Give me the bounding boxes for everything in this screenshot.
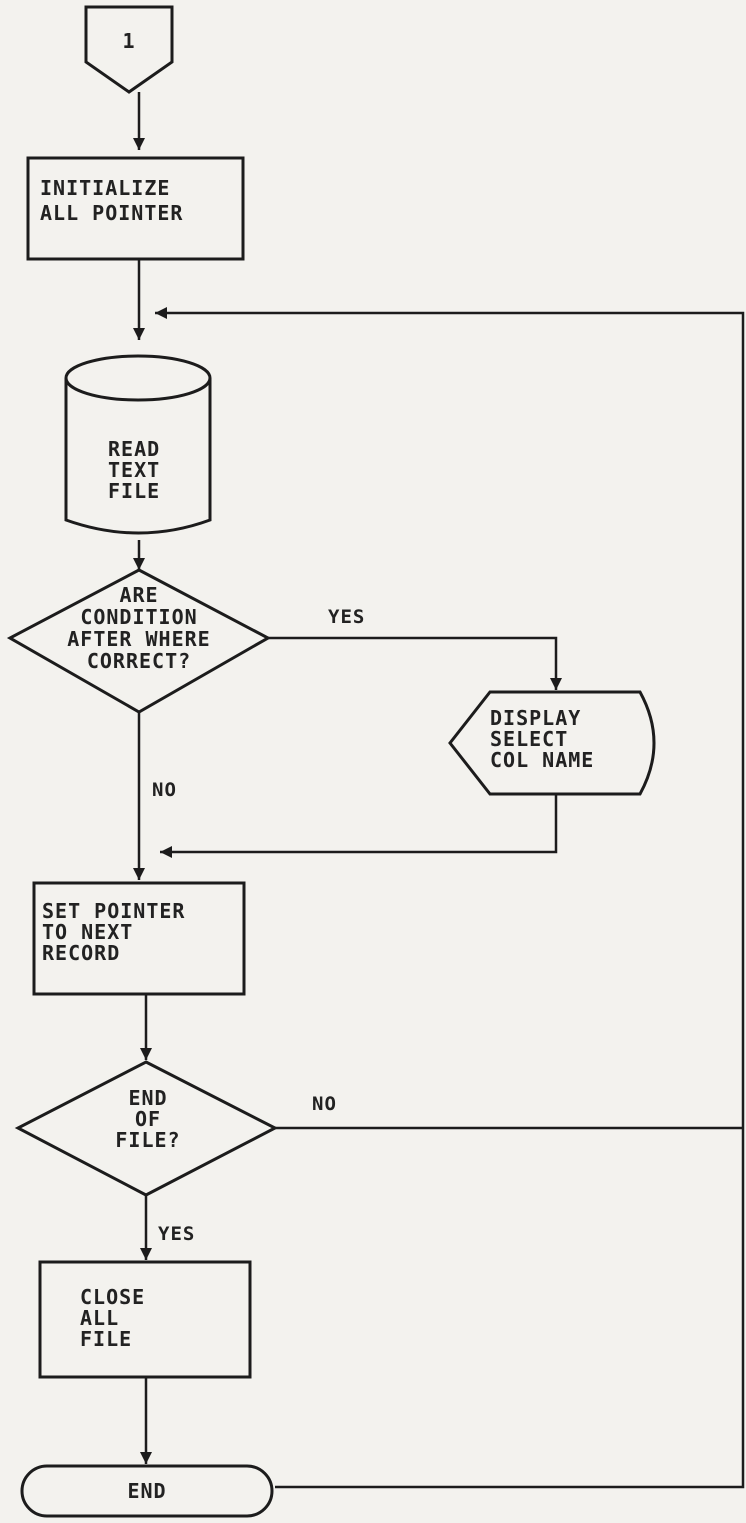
read-line1: READ [108, 437, 160, 461]
label-no-eof: NO [312, 1093, 337, 1115]
edge-cond-yes [268, 636, 558, 690]
label-yes-eof: YES [158, 1223, 195, 1245]
edge-display-return [160, 794, 558, 854]
close-line3: FILE [80, 1327, 132, 1351]
arrowhead [133, 868, 145, 880]
initialize-line2: ALL POINTER [40, 201, 183, 225]
read-line3: FILE [108, 479, 160, 503]
condition-line1: ARE [119, 583, 158, 607]
arrowhead [550, 678, 562, 690]
end-label: END [127, 1479, 166, 1503]
connector-node: 1 [84, 5, 174, 94]
arrowhead [133, 558, 145, 570]
read-line2: TEXT [108, 458, 160, 482]
eof-decision: END OF FILE? [14, 1060, 279, 1197]
label-no-condition: NO [152, 779, 177, 801]
eof-line1: END [128, 1086, 167, 1110]
arrowhead [140, 1048, 152, 1060]
set-pointer-line1: SET POINTER [42, 899, 185, 923]
set-pointer-line2: TO NEXT [42, 920, 133, 944]
label-yes-condition: YES [328, 606, 365, 628]
set-pointer-node: SET POINTER TO NEXT RECORD [32, 881, 246, 996]
end-terminator: END [20, 1464, 274, 1518]
display-node: DISPLAY SELECT COL NAME [448, 690, 656, 796]
eof-line3: FILE? [115, 1128, 180, 1152]
arrowhead [160, 846, 172, 858]
initialize-node: INITIALIZE ALL POINTER [26, 156, 245, 261]
set-pointer-line3: RECORD [42, 941, 120, 965]
close-line1: CLOSE [80, 1285, 145, 1309]
display-line3: COL NAME [490, 748, 594, 772]
arrowhead [140, 1452, 152, 1464]
display-line1: DISPLAY [490, 706, 581, 730]
close-line2: ALL [80, 1306, 119, 1330]
arrowhead [133, 328, 145, 340]
arrowhead [133, 138, 145, 150]
edge-eof-no-loop [155, 311, 745, 1489]
condition-line4: CORRECT? [87, 649, 191, 673]
condition-decision: ARE CONDITION AFTER WHERE CORRECT? [6, 568, 272, 714]
read-file-node: READ TEXT FILE [64, 354, 212, 535]
initialize-line1: INITIALIZE [40, 176, 170, 200]
connector-label: 1 [122, 29, 135, 53]
condition-line2: CONDITION [80, 605, 197, 629]
condition-line3: AFTER WHERE [67, 627, 210, 651]
eof-line2: OF [135, 1107, 161, 1131]
close-file-node: CLOSE ALL FILE [38, 1260, 252, 1379]
arrowhead [155, 307, 167, 319]
display-line2: SELECT [490, 727, 568, 751]
arrowhead [140, 1248, 152, 1260]
